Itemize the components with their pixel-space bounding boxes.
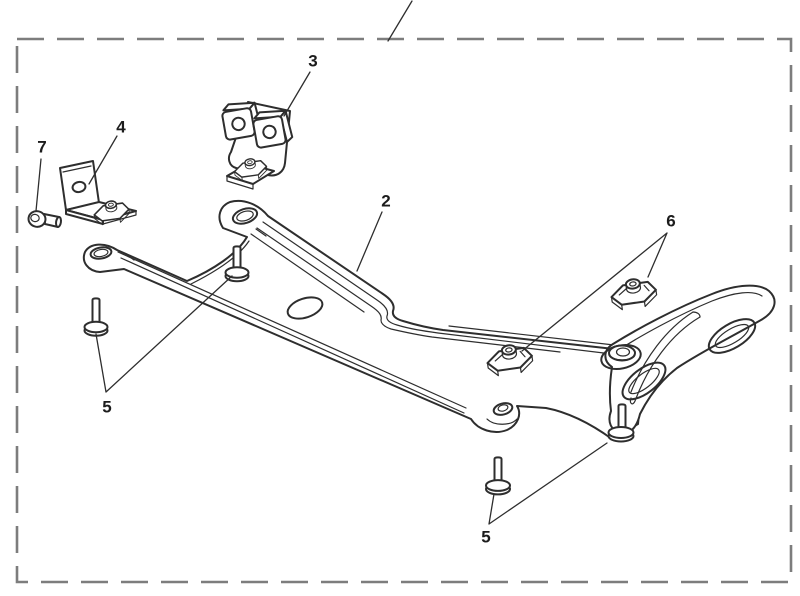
- part-6-clipnut-left: [486, 344, 534, 377]
- callout-label-5-bottom: 5: [481, 527, 491, 547]
- leader-7: [35, 158, 42, 212]
- part-4-bracket: [59, 160, 137, 226]
- bracket-slot-lower: [621, 361, 667, 401]
- part-5-screw-d: [607, 403, 635, 443]
- part-2-plate: [82, 199, 642, 440]
- leader-3: [283, 71, 311, 117]
- leader-4: [88, 135, 118, 185]
- callout-label-4: 4: [116, 117, 126, 137]
- callout-label-6: 6: [666, 211, 676, 231]
- callout-label-3: 3: [308, 51, 318, 71]
- plate-left-tab-hole: [89, 246, 113, 260]
- plate-oval-hole: [286, 296, 324, 320]
- callout-leader-lines: [35, 71, 668, 525]
- callout-label-5-left: 5: [102, 397, 112, 417]
- external-leader-line: [387, 0, 413, 42]
- part-6-clipnut-right: [610, 278, 658, 311]
- part-5-screw-a: [224, 245, 250, 283]
- leader-2: [356, 211, 383, 272]
- frame-border: [15, 37, 793, 584]
- plate-top-tab-hole: [231, 207, 259, 225]
- leader-5-left: [95, 275, 233, 393]
- callout-label-2: 2: [381, 191, 391, 211]
- leader-5-bottom: [488, 442, 608, 525]
- callout-label-7: 7: [37, 137, 47, 157]
- part-5-screw-c: [485, 456, 511, 496]
- leader-6: [521, 232, 668, 352]
- part-7-screw: [27, 210, 62, 228]
- plate-bottom-tab-hole: [492, 402, 514, 416]
- bracket-slot-upper: [707, 318, 757, 354]
- part-5-screw-b: [83, 297, 109, 337]
- part-3-clipnut-bracket: [221, 101, 294, 190]
